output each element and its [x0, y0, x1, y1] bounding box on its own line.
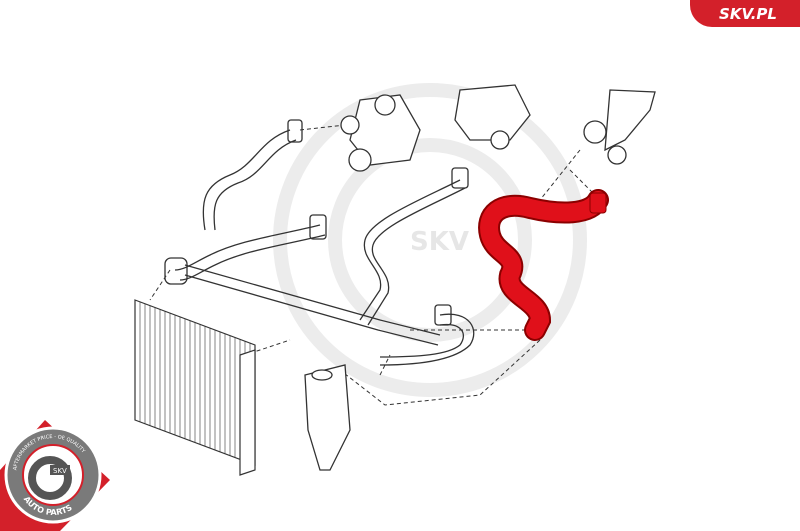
water-pump	[454, 84, 531, 150]
watermark-gear-icon	[273, 83, 587, 397]
site-label-tab: SKV.PL	[690, 0, 800, 27]
connector-flange	[583, 89, 656, 165]
thermostat-housing	[340, 94, 421, 172]
highlighted-coolant-hose	[478, 189, 609, 341]
radiator	[134, 299, 256, 476]
gear-icon	[28, 456, 72, 500]
badge-center-text: SKV	[53, 467, 67, 475]
leader-lines	[149, 124, 601, 406]
expansion-tank	[304, 364, 351, 471]
hoses-outline	[164, 119, 475, 366]
site-label: SKV.PL	[719, 4, 777, 23]
watermark-text: SKV	[410, 227, 469, 257]
